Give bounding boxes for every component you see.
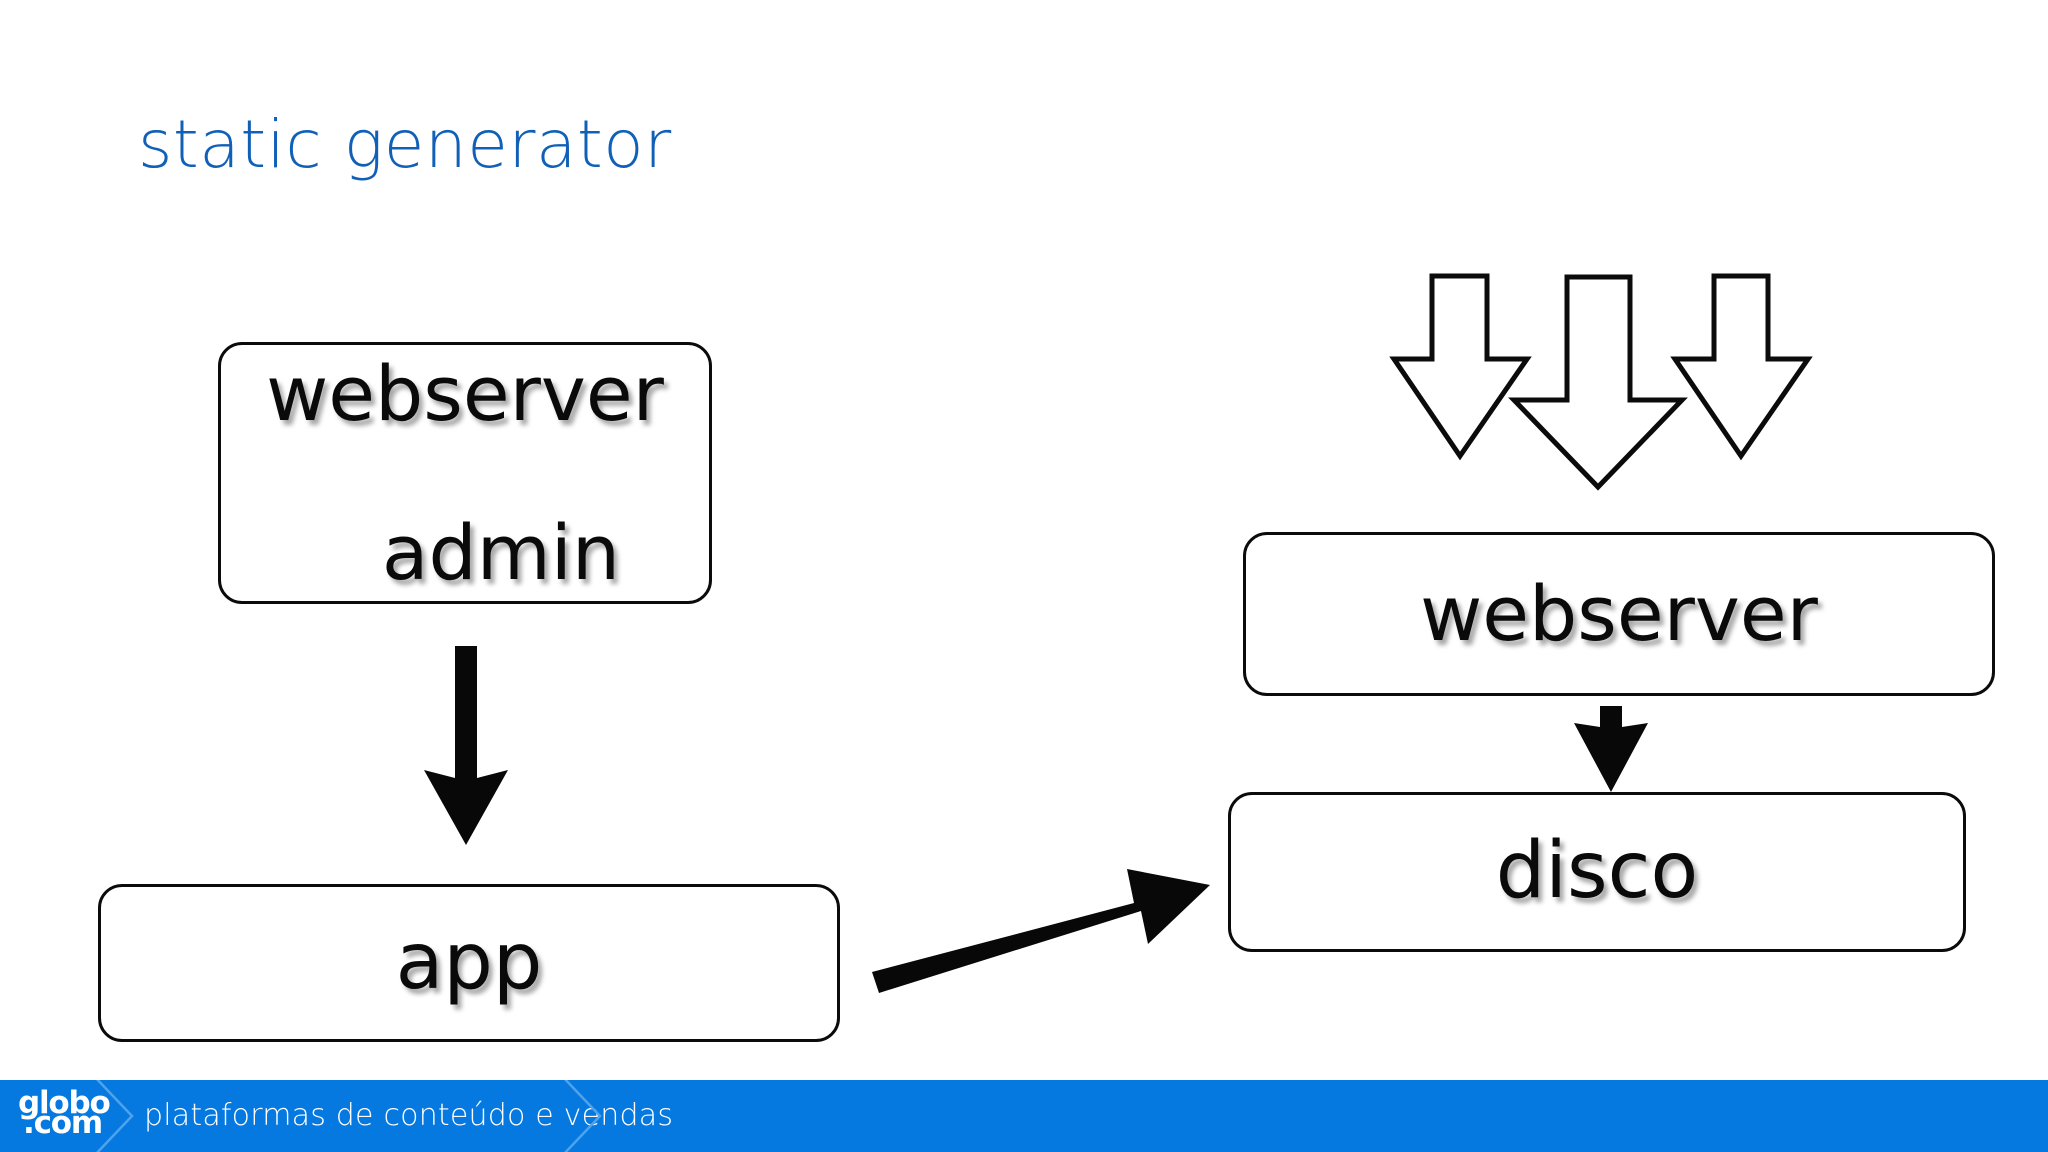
logo-globo-text: globo xyxy=(18,1085,111,1121)
edge-webserver-to-disco-arrow-icon xyxy=(1574,706,1648,792)
node-webserver-admin-label-line1: webserver xyxy=(266,349,664,439)
footer-tagline: plataformas de conteúdo e vendas xyxy=(144,1098,674,1133)
edge-app-to-disco-arrow-icon xyxy=(872,869,1210,993)
node-webserver-label: webserver xyxy=(1420,569,1818,659)
node-webserver[interactable]: webserver xyxy=(1243,532,1995,696)
footer-bar: globo .com plataformas de conteúdo e ven… xyxy=(0,1080,2048,1152)
globo-com-logo[interactable]: globo .com xyxy=(18,1085,111,1146)
footer-chevron-icon-2 xyxy=(560,1080,604,1152)
page-title: static generator xyxy=(138,106,672,183)
logo-com-text: .com xyxy=(23,1105,103,1141)
node-app-label: app xyxy=(395,917,543,1008)
node-app[interactable]: app xyxy=(98,884,840,1042)
footer-chevron-icon-1 xyxy=(92,1080,136,1152)
node-webserver-admin-label: webserver admin xyxy=(221,275,709,670)
node-webserver-admin[interactable]: webserver admin xyxy=(218,342,712,604)
node-disco-label: disco xyxy=(1495,826,1699,917)
node-webserver-admin-label-line2: admin xyxy=(381,507,621,597)
edge-webserver-admin-to-app-arrow-icon xyxy=(424,646,508,845)
incoming-traffic-arrow-3-icon xyxy=(1670,273,1813,461)
node-disco[interactable]: disco xyxy=(1228,792,1966,952)
incoming-traffic-arrow-2-icon xyxy=(1508,274,1688,491)
incoming-traffic-arrow-1-icon xyxy=(1389,273,1532,461)
